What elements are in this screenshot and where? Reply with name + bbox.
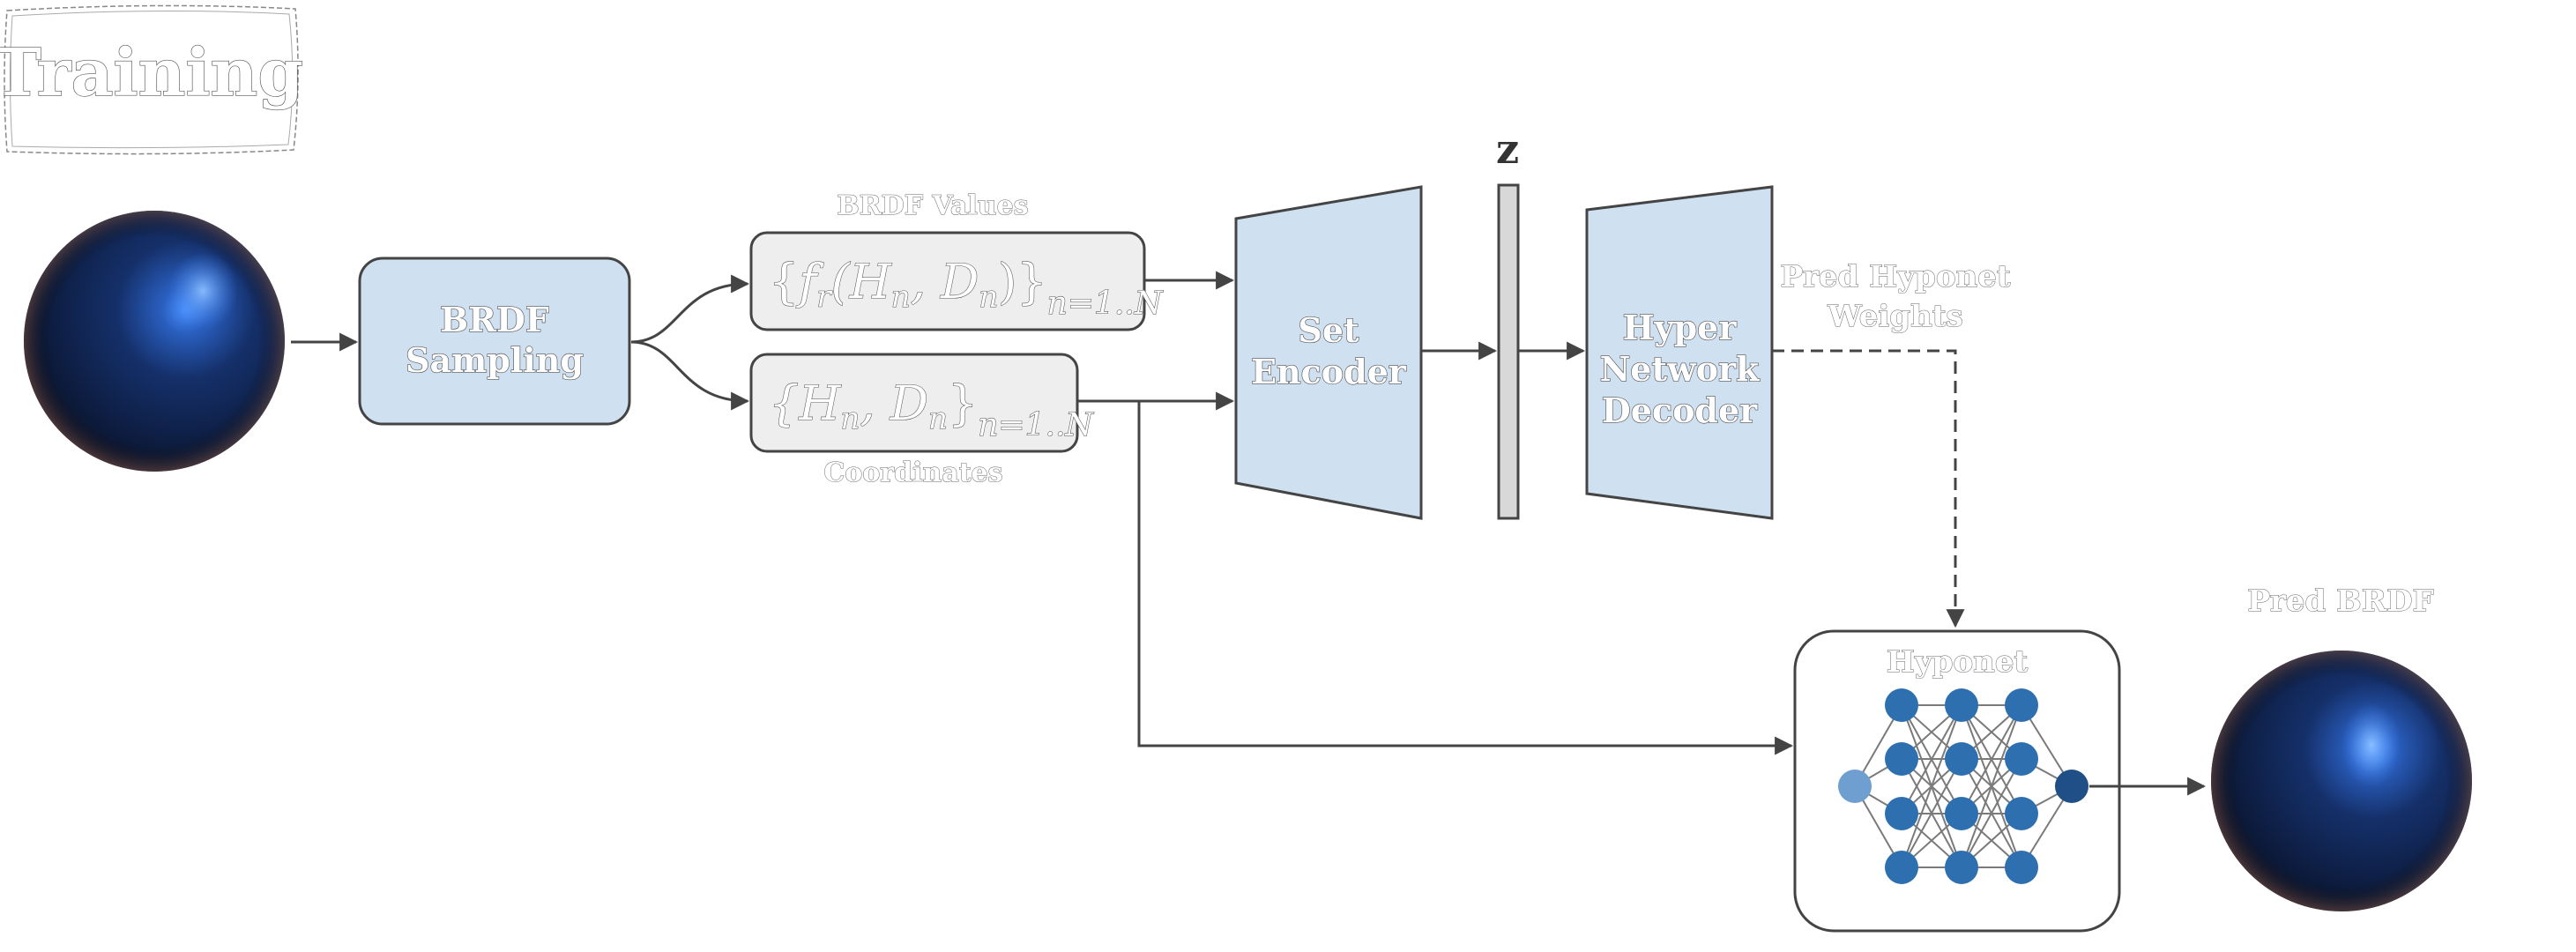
hidden-neuron [2005,851,2038,884]
encoder-label-line2: Encoder [1251,352,1407,391]
hyper-network-decoder-block: Hyper Network Decoder [1585,185,1774,520]
hidden-neuron [1945,851,1978,884]
hidden-neuron [1885,688,1918,722]
weights-label-line2: Weights [1827,299,1962,334]
hyponet-block: Hyponet [1793,629,2121,933]
brdf-values-expression: {fr(Hn, Dn)}n=1..N [769,254,1164,322]
arrow-sampling-to-values [630,274,750,344]
hidden-neuron [1885,742,1918,776]
pred-brdf-label: Pred BRDF [2247,584,2433,619]
hidden-neuron [2005,797,2038,830]
training-frame: Training [0,4,304,155]
sampling-label-line1: BRDF [440,300,549,339]
decoder-label-line1: Hyper [1623,308,1738,347]
hyponet-title: Hyponet [1887,644,2029,680]
coordinates-caption: Coordinates [823,457,1002,488]
hidden-neuron [1945,742,1978,776]
coordinates-expression: {Hn, Dn}n=1..N [769,376,1094,443]
brdf-values-caption: BRDF Values [837,190,1028,221]
hidden-neuron [1945,797,1978,830]
output-neuron [2055,770,2088,803]
sampling-label-line2: Sampling [406,340,584,380]
latent-label: z [1496,125,1519,173]
hidden-neuron [2005,742,2038,776]
hyponet-network [1838,688,2088,884]
network-edge [1961,758,2022,868]
decoder-label-line3: Decoder [1602,390,1758,430]
latent-code: z [1496,125,1520,520]
network-neurons [1838,688,2088,884]
weights-label-line1: Pred Hyponet [1780,259,2010,294]
network-edge [1961,704,2022,814]
network-edge [1901,758,1962,868]
hidden-neuron [1885,797,1918,830]
brdf-values-box: BRDF Values {fr(Hn, Dn)}n=1..N [749,190,1164,331]
input-brdf-sphere [24,211,285,472]
arrow-sampling-to-coords [630,340,750,411]
hidden-neuron [1885,851,1918,884]
set-encoder-block: Set Encoder [1234,185,1423,520]
training-label: Training [0,35,303,111]
input-neuron [1838,770,1872,803]
network-edge [1961,704,2022,868]
hidden-neuron [2005,688,2038,722]
network-edge [1901,704,1962,868]
arrow-coords-to-hyponet [1137,401,1794,755]
connectors [291,271,2207,796]
encoder-label-line1: Set [1298,310,1359,350]
arrow-weights-to-hyponet [1772,349,1965,628]
brdf-sampling-block: BRDF Sampling [358,257,631,426]
hidden-neuron [1945,688,1978,722]
output-brdf-sphere [2211,651,2472,911]
coordinates-box: {Hn, Dn}n=1..N Coordinates [749,353,1095,489]
network-edge [1901,704,1962,814]
decoder-label-line2: Network [1600,349,1761,389]
